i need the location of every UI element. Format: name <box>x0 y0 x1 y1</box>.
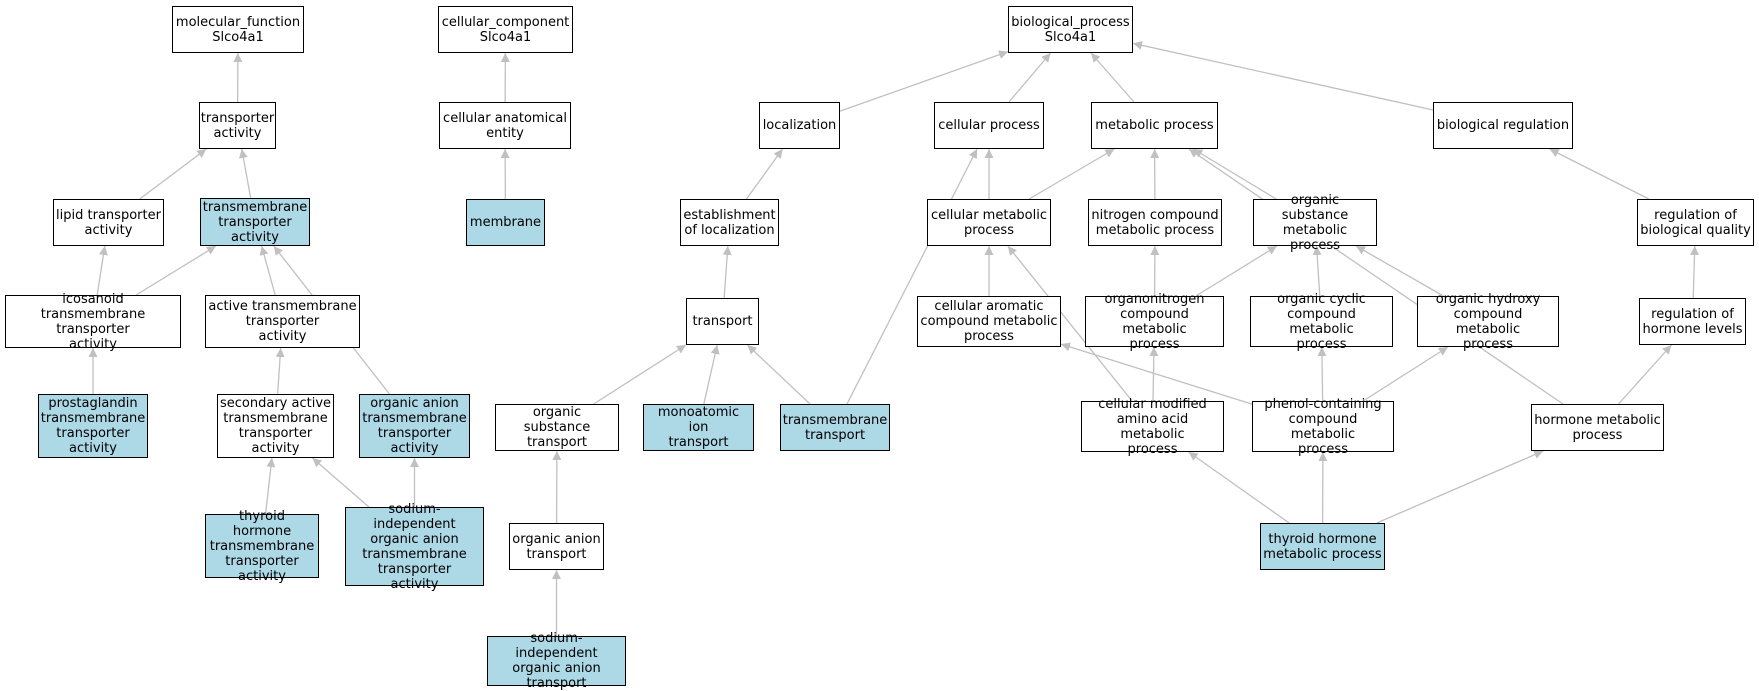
edge-rbq-to-br <box>1549 148 1650 200</box>
edge-mit-to-tr <box>703 344 720 405</box>
node-sodium-independent-organic-anion-transport: sodium-independent organic anion transpo… <box>487 631 626 691</box>
node-phenol-containing-compound-metabolic-process: phenol-containing compound metabolic pro… <box>1252 397 1394 457</box>
edge-occmp-to-osmp <box>1312 245 1322 297</box>
node-establishment-of-localization: establishment of localization <box>680 199 779 246</box>
edge-cmamp-to-cmp <box>1007 245 1133 402</box>
edge-lta-to-ta <box>139 148 207 200</box>
node-thyroid-hormone-transmembrane-transporter-activity: thyroid hormone transmembrane transporte… <box>205 509 319 584</box>
node-cellular-metabolic-process: cellular metabolic process <box>927 199 1051 246</box>
node-organic-substance-transport: organic substance transport <box>495 404 619 451</box>
edge-rhl-to-rbq <box>1690 245 1700 299</box>
node-prostaglandin-transmembrane-transporter-activity: prostaglandin transmembrane transporter … <box>38 394 148 458</box>
node-cellular-modified-amino-acid-metabolic-process: cellular modified amino acid metabolic p… <box>1081 397 1224 457</box>
node-active-transmembrane-transporter-activity: active transmembrane transporter activit… <box>205 295 360 348</box>
edge-itta-to-tta <box>135 245 217 296</box>
node-regulation-of-hormone-levels: regulation of hormone levels <box>1639 298 1746 345</box>
node-nitrogen-compound-metabolic-process: nitrogen compound metabolic process <box>1088 199 1222 246</box>
edge-hmp-to-mp <box>1188 148 1564 405</box>
edge-thmp-to-hmp <box>1376 450 1544 524</box>
node-transporter-activity: transporter activity <box>199 102 276 149</box>
node-cellular-component: cellular_component Slco4a1 <box>438 6 573 53</box>
edge-oncmp-to-osmp <box>1195 245 1278 297</box>
edge-tmt-to-cp <box>846 148 978 405</box>
edge-cmamp-to-oncmp <box>1149 346 1159 402</box>
node-organic-anion-transmembrane-transporter-activity: organic anion transmembrane transporter … <box>359 394 470 458</box>
edge-br-to-bp <box>1132 40 1434 111</box>
edge-cmp-to-mp <box>1028 148 1115 200</box>
edge-ost-to-tr <box>593 344 687 405</box>
edge-pccmp-to-cacmp <box>1060 342 1253 405</box>
node-organic-cyclic-compound-metabolic-process: organic cyclic compound metabolic proces… <box>1250 292 1393 352</box>
edge-loc-to-bp <box>839 50 1009 112</box>
node-icosanoid-transmembrane-transporter-activity: icosanoid transmembrane transporter acti… <box>5 292 181 352</box>
edge-thmp-to-cmamp <box>1188 451 1290 524</box>
node-lipid-transporter-activity: lipid transporter activity <box>53 199 164 246</box>
node-cellular-process: cellular process <box>934 102 1044 149</box>
node-organic-hydroxy-compound-metabolic-process: organic hydroxy compound metabolic proce… <box>1417 292 1559 352</box>
node-thyroid-hormone-metabolic-process: thyroid hormone metabolic process <box>1260 523 1385 570</box>
node-monoatomic-ion-transport: monoatomic ion transport <box>643 404 754 451</box>
node-organic-substance-metabolic-process: organic substance metabolic process <box>1253 193 1377 253</box>
node-sodium-independent-organic-anion-transmembrane-transporter-activity: sodium-independent organic anion transme… <box>345 502 484 592</box>
node-transmembrane-transport: transmembrane transport <box>780 404 890 451</box>
node-organonitrogen-compound-metabolic-process: organonitrogen compound metabolic proces… <box>1085 292 1224 352</box>
node-localization: localization <box>759 102 840 149</box>
edge-sioatta-to-satta <box>311 457 370 508</box>
edge-tmt-to-tr <box>746 344 811 405</box>
edge-pccmp-to-occmp <box>1317 346 1327 402</box>
node-biological-process: biological_process Slco4a1 <box>1008 6 1133 53</box>
node-cellular-anatomical-entity: cellular anatomical entity <box>439 102 571 149</box>
edge-eol-to-loc <box>745 148 784 200</box>
node-biological-regulation: biological regulation <box>1433 102 1573 149</box>
edge-mp-to-bp <box>1090 52 1135 103</box>
edge-itta-to-lta <box>96 245 108 296</box>
node-cellular-aromatic-compound-metabolic-process: cellular aromatic compound metabolic pro… <box>917 296 1061 347</box>
edge-tr-to-eol <box>722 245 732 299</box>
node-organic-anion-transport: organic anion transport <box>509 523 604 570</box>
node-molecular-function: molecular_function Slco4a1 <box>172 6 304 53</box>
node-metabolic-process: metabolic process <box>1091 102 1218 149</box>
node-hormone-metabolic-process: hormone metabolic process <box>1531 404 1664 451</box>
node-transmembrane-transporter-activity: transmembrane transporter activity <box>200 198 310 246</box>
edge-tta-to-ta <box>238 148 252 199</box>
node-transport: transport <box>686 298 759 345</box>
node-regulation-of-biological-quality: regulation of biological quality <box>1637 199 1754 246</box>
edge-cp-to-bp <box>1008 52 1052 103</box>
node-membrane: membrane <box>466 199 545 246</box>
edge-osmp-to-mp <box>1193 148 1277 200</box>
edge-pccmp-to-ohcmp <box>1362 346 1449 402</box>
edge-thtta-to-satta <box>264 457 276 515</box>
edge-atta-to-tta <box>259 245 276 296</box>
node-secondary-active-transmembrane-transporter-activity: secondary active transmembrane transport… <box>217 394 334 458</box>
edge-satta-to-atta <box>275 347 285 395</box>
edge-ohcmp-to-osmp <box>1355 245 1444 297</box>
edge-hmp-to-rhl <box>1618 344 1672 405</box>
